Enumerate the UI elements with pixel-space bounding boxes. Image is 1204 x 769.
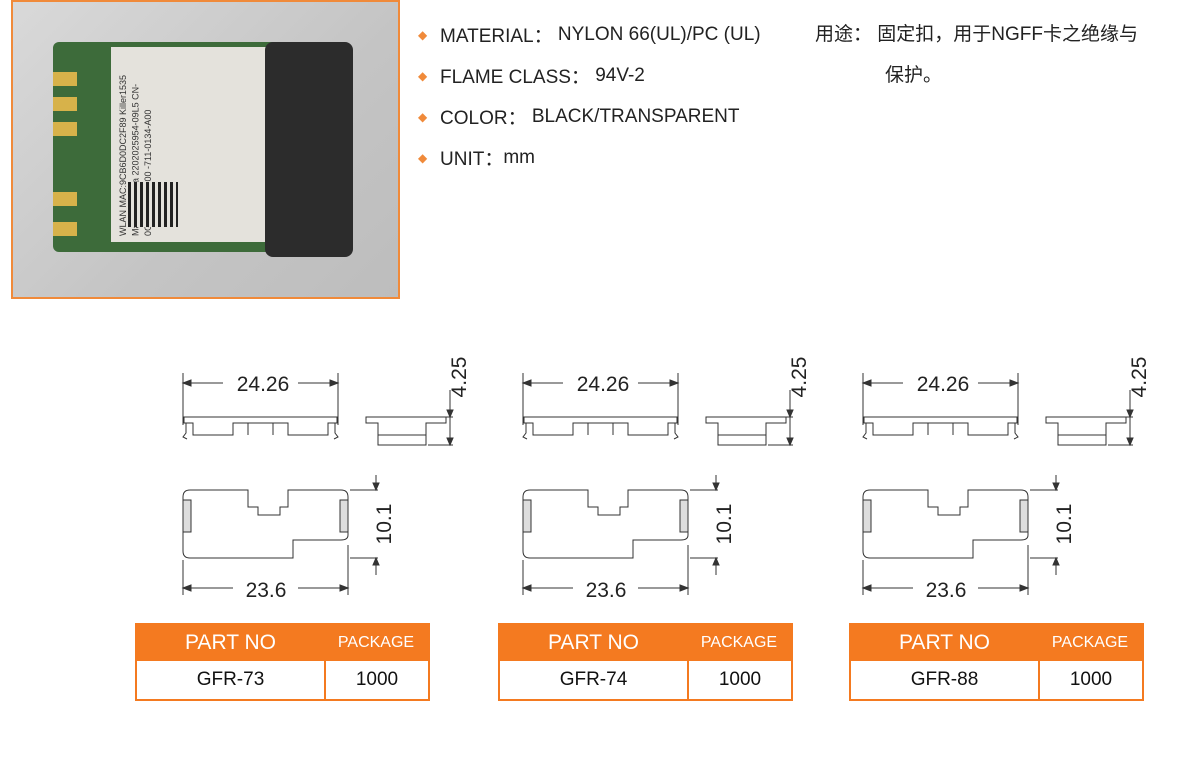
- diamond-bullet-icon: ◆: [418, 109, 428, 124]
- part-table: PART NO PACKAGE GFR-88 1000: [849, 623, 1144, 701]
- part-no-header: PART NO: [500, 625, 687, 661]
- black-clip: [265, 42, 353, 257]
- package-header: PACKAGE: [687, 625, 791, 661]
- spec-label: MATERIAL：: [440, 26, 553, 47]
- dim-length-top: 24.26: [577, 373, 630, 396]
- plan-view: [181, 475, 380, 595]
- side-view: [1045, 390, 1134, 447]
- dim-height: 4.25: [448, 357, 471, 398]
- dim-length-bottom: 23.6: [926, 579, 967, 602]
- qr-code: [128, 182, 178, 227]
- side-view: [365, 390, 454, 447]
- package-header: PACKAGE: [1038, 625, 1142, 661]
- dim-length-top: 24.26: [917, 373, 970, 396]
- top-view: [861, 373, 1020, 440]
- usage-line1: 固定扣，用于NGFF卡之绝缘与: [877, 24, 1139, 45]
- part-table: PART NO PACKAGE GFR-74 1000: [498, 623, 793, 701]
- gold-contact: [53, 192, 77, 206]
- dim-length-bottom: 23.6: [246, 579, 287, 602]
- spec-value: 94V-2: [595, 64, 645, 86]
- spec-unit: ◆ UNIT：mm: [418, 137, 761, 178]
- gold-contact: [53, 72, 77, 86]
- package-cell: 1000: [687, 661, 791, 699]
- spec-value: BLACK/TRANSPARENT: [531, 105, 740, 127]
- part-no-cell: GFR-73: [196, 669, 265, 690]
- top-view: [181, 373, 340, 440]
- plan-view: [861, 475, 1060, 595]
- diamond-bullet-icon: ◆: [418, 27, 428, 42]
- dim-height: 4.25: [1128, 357, 1151, 398]
- spec-material: ◆ MATERIAL： NYLON 66(UL)/PC (UL): [418, 14, 761, 55]
- package-cell: 1000: [1038, 661, 1142, 699]
- dimension-drawing: 24.26 4.25 10.1 23.6: [178, 340, 478, 610]
- spec-label: COLOR：: [440, 108, 527, 129]
- dimension-drawing: 24.26 4.25 10.1 23.6: [518, 340, 818, 610]
- dimension-drawing: 24.26 4.25 10.1 23.6: [858, 340, 1158, 610]
- plan-view: [521, 475, 720, 595]
- package-header: PACKAGE: [324, 625, 428, 661]
- spec-label: UNIT：: [440, 149, 504, 170]
- usage-line2: 保护。: [885, 65, 943, 86]
- part-no-header: PART NO: [851, 625, 1038, 661]
- dim-height: 4.25: [788, 357, 811, 398]
- diamond-bullet-icon: ◆: [418, 68, 428, 83]
- gold-contact: [53, 97, 77, 111]
- dim-width: 10.1: [373, 504, 396, 545]
- part-no-cell: GFR-74: [559, 669, 628, 690]
- dim-length-top: 24.26: [237, 373, 290, 396]
- spec-value: mm: [503, 146, 535, 168]
- spec-flame-class: ◆ FLAME CLASS： 94V-2: [418, 55, 761, 96]
- spec-value: NYLON 66(UL)/PC (UL): [557, 23, 761, 45]
- usage-label: 用途：: [815, 24, 873, 45]
- part-no-cell: GFR-88: [910, 669, 979, 690]
- diamond-bullet-icon: ◆: [418, 150, 428, 165]
- dim-length-bottom: 23.6: [586, 579, 627, 602]
- spec-label: FLAME CLASS：: [440, 67, 590, 88]
- gold-contact: [53, 122, 77, 136]
- top-view: [521, 373, 680, 440]
- side-view: [705, 390, 794, 447]
- product-photo: WLAN MAC:9CB6D0DC2F89 Killer1535 Made in…: [11, 0, 400, 299]
- spec-color: ◆ COLOR： BLACK/TRANSPARENT: [418, 96, 761, 137]
- part-table: PART NO PACKAGE GFR-73 1000: [135, 623, 430, 701]
- dim-width: 10.1: [1053, 504, 1076, 545]
- spec-list: ◆ MATERIAL： NYLON 66(UL)/PC (UL) ◆ FLAME C…: [418, 14, 761, 178]
- dim-width: 10.1: [713, 504, 736, 545]
- usage-text: 用途： 固定扣，用于NGFF卡之绝缘与 保护。: [815, 14, 1138, 96]
- part-no-header: PART NO: [137, 625, 324, 661]
- package-cell: 1000: [324, 661, 428, 699]
- gold-contact: [53, 222, 77, 236]
